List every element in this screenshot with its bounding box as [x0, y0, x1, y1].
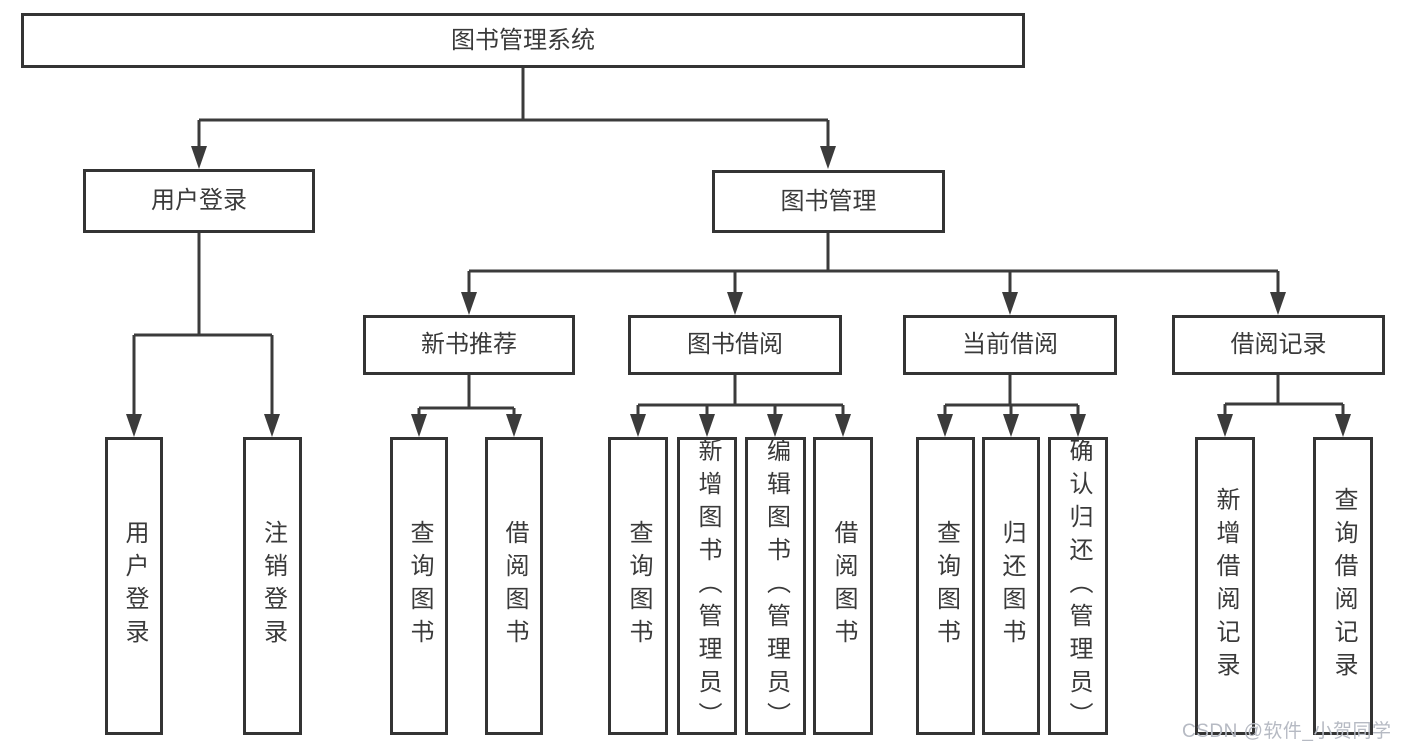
leaf-logout: 注销登录 — [243, 437, 302, 735]
node-book-management: 图书管理 — [712, 170, 945, 233]
tree-edges — [132, 68, 1345, 415]
leaf-return-books: 归还图书 — [982, 437, 1040, 735]
leaf-confirm-return-admin: 确认归还（管理员） — [1048, 437, 1108, 735]
node-new-book-recommend: 新书推荐 — [363, 315, 575, 375]
node-user-login: 用户登录 — [83, 169, 315, 233]
leaf-query-books-current: 查询图书 — [916, 437, 975, 735]
leaf-edit-books-admin: 编辑图书（管理员） — [745, 437, 806, 735]
node-book-borrow: 图书借阅 — [628, 315, 842, 375]
leaf-user-login: 用户登录 — [105, 437, 163, 735]
node-current-borrow: 当前借阅 — [903, 315, 1117, 375]
leaf-borrow-books-recommend: 借阅图书 — [485, 437, 543, 735]
csdn-watermark: CSDN @软件_小贺同学 — [1182, 721, 1392, 742]
leaf-query-books-borrow: 查询图书 — [608, 437, 668, 735]
leaf-add-borrow-record: 新增借阅记录 — [1195, 437, 1255, 735]
leaf-query-books-recommend: 查询图书 — [390, 437, 448, 735]
leaf-query-borrow-record: 查询借阅记录 — [1313, 437, 1373, 735]
node-root-library-system: 图书管理系统 — [21, 13, 1025, 68]
node-borrow-records: 借阅记录 — [1172, 315, 1385, 375]
leaf-add-books-admin: 新增图书（管理员） — [677, 437, 737, 735]
arrowhead-icons — [126, 146, 1351, 437]
leaf-borrow-books: 借阅图书 — [813, 437, 873, 735]
